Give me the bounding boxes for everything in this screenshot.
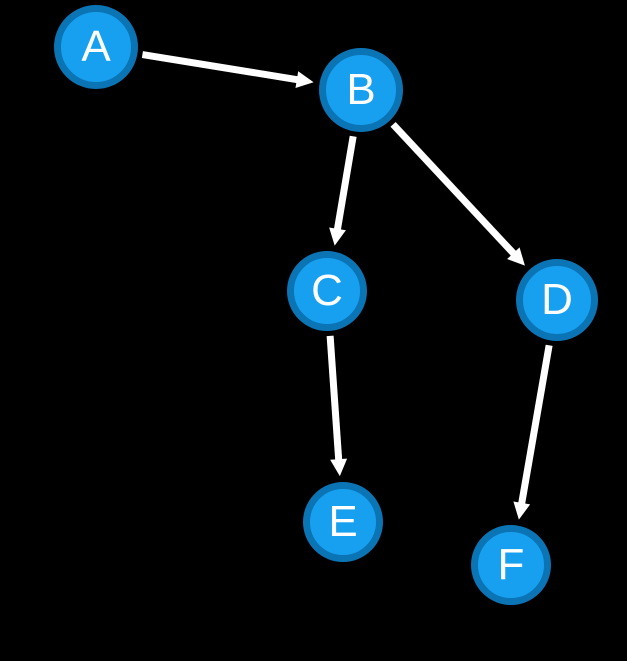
edge-D-F [513, 344, 553, 520]
arrowhead-icon [507, 247, 525, 266]
edge-line-A-B [141, 51, 300, 84]
node-D[interactable]: D [516, 259, 598, 341]
node-F[interactable]: F [471, 525, 551, 605]
node-E[interactable]: E [303, 482, 383, 562]
edge-line-D-F [517, 344, 553, 506]
node-label-B: B [346, 65, 376, 114]
node-label-A: A [81, 22, 111, 71]
node-C[interactable]: C [287, 251, 367, 331]
arrowhead-icon [513, 501, 531, 520]
arrowhead-icon [329, 227, 346, 246]
edge-C-E [326, 335, 348, 477]
edge-line-B-D [390, 121, 518, 258]
node-label-D: D [541, 275, 573, 324]
node-label-F: F [497, 540, 525, 589]
node-label-E: E [328, 497, 358, 546]
edge-line-C-E [326, 335, 343, 462]
node-B[interactable]: B [319, 48, 403, 132]
arrowhead-icon [330, 458, 348, 477]
edge-B-D [390, 121, 525, 266]
edge-B-C [329, 135, 357, 246]
edge-A-B [141, 51, 314, 88]
node-A[interactable]: A [54, 5, 138, 89]
arrowhead-icon [295, 71, 314, 88]
edge-line-B-C [333, 135, 357, 232]
node-label-C: C [311, 266, 343, 315]
